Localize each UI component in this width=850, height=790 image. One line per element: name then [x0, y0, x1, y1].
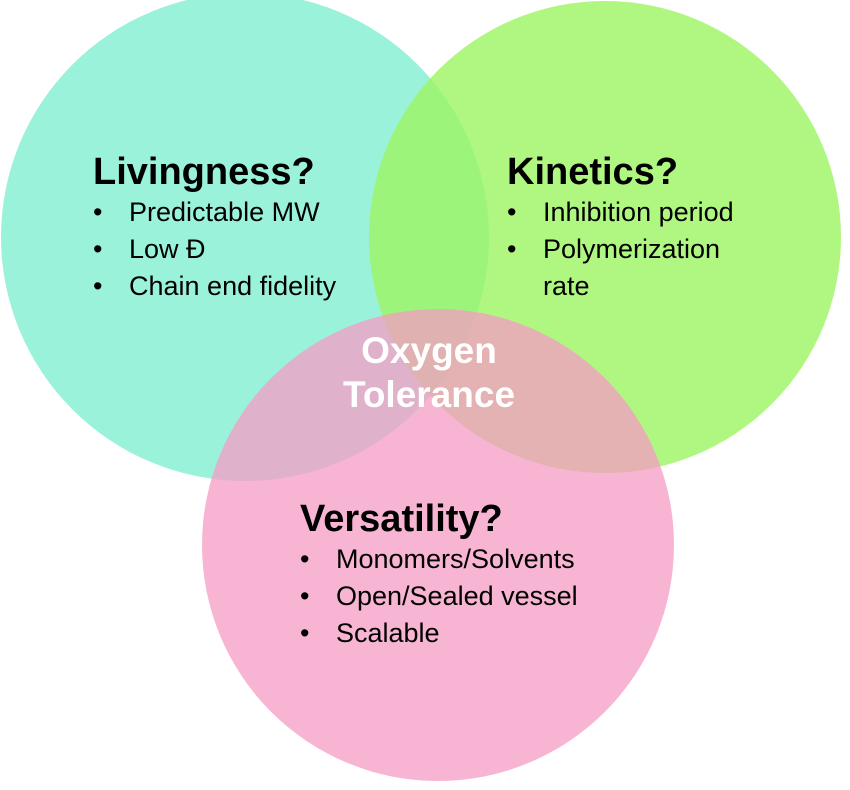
- list-item-text: Chain end fidelity: [129, 271, 337, 301]
- list-item-text: Scalable: [336, 618, 440, 648]
- versatility-list: • Monomers/Solvents • Open/Sealed vessel •…: [300, 541, 578, 652]
- list-item: • Monomers/Solvents: [300, 541, 578, 578]
- list-item-text: Polymerization: [543, 234, 721, 264]
- livingness-block: Livingness? • Predictable MW • Low Đ • Chai…: [93, 150, 336, 305]
- list-item: • Predictable MW: [93, 194, 336, 231]
- livingness-title: Livingness?: [93, 151, 315, 193]
- livingness-list: • Predictable MW • Low Đ • Chain end fideli…: [93, 194, 336, 305]
- list-item: • Inhibition period: [507, 194, 734, 231]
- center-label-line1: Oxygen: [361, 330, 497, 371]
- bullet: •: [507, 234, 517, 264]
- list-item: • Chain end fidelity: [93, 268, 336, 305]
- bullet: •: [93, 271, 103, 301]
- circle-versatility: [202, 309, 674, 781]
- bullet: •: [300, 618, 310, 648]
- list-item-text: Low Đ: [129, 234, 206, 264]
- kinetics-list: • Inhibition period • Polymerization rate: [507, 194, 734, 305]
- bullet: •: [507, 197, 517, 227]
- versatility-block: Versatility? • Monomers/Solvents • Open/Se…: [300, 497, 578, 652]
- bullet: •: [93, 197, 103, 227]
- list-item-text: Inhibition period: [543, 197, 734, 227]
- center-label-line2: Tolerance: [342, 374, 516, 415]
- kinetics-title: Kinetics?: [507, 151, 679, 193]
- bullet: •: [93, 234, 103, 264]
- list-item: • Polymerization: [507, 231, 734, 268]
- kinetics-block: Kinetics? • Inhibition period • Polymeriza…: [507, 150, 734, 305]
- list-item-continuation: rate: [507, 268, 734, 305]
- center-label: Oxygen Tolerance: [311, 329, 547, 417]
- list-item: • Scalable: [300, 615, 578, 652]
- list-item-text: rate: [543, 271, 590, 301]
- versatility-title: Versatility?: [300, 498, 503, 540]
- bullet: •: [300, 581, 310, 611]
- bullet: •: [300, 544, 310, 574]
- list-item-text: Monomers/Solvents: [336, 544, 575, 574]
- list-item-text: Predictable MW: [129, 197, 320, 227]
- list-item: • Open/Sealed vessel: [300, 578, 578, 615]
- list-item-text: Open/Sealed vessel: [336, 581, 578, 611]
- list-item: • Low Đ: [93, 231, 336, 268]
